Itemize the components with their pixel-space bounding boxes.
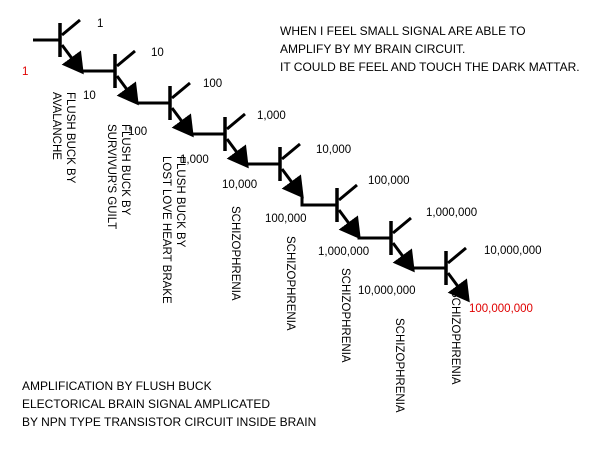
bottom-note-line: AMPLIFICATION BY FLUSH BUCK: [22, 379, 212, 393]
collector-lead: [61, 18, 81, 37]
stage-connector: [411, 266, 419, 270]
input-gain-label: 1: [22, 66, 29, 78]
collector-gain-label: 1,000,000: [426, 207, 478, 219]
emitter-gain-label: 10,000: [222, 179, 258, 191]
emitter-arrow: [391, 242, 415, 273]
emitter-gain-label: 100,000,000: [469, 303, 533, 315]
stage-cause-label: SCHIZOPHRENIA: [229, 206, 241, 301]
stage-connector: [300, 196, 310, 207]
emitter-arrow: [337, 209, 361, 240]
top-note-line: WHEN I FEEL SMALL SIGNAL ARE ABLE TO: [280, 24, 526, 38]
emitter-arrow: [225, 138, 249, 169]
emitter-arrow: [446, 272, 470, 303]
stage-cause-label: SCHIZOPHRENIA: [393, 318, 405, 413]
bottom-note-line: ELECTORICAL BRAIN SIGNAL AMPLICATED: [22, 397, 271, 411]
emitter-arrow: [60, 44, 84, 75]
top-note-line: IT COULD BE FEEL AND TOUCH THE DARK MATT…: [280, 60, 580, 74]
collector-lead: [171, 81, 191, 100]
stage-cause-label: FLUSH BUCK BY LOST LOVE HEART BRAKE: [160, 156, 186, 304]
stage-connector: [357, 236, 364, 240]
stage-cause-label: FLUSH BUCK BY SURVIVUR'S GUILT: [105, 124, 131, 230]
collector-lead: [392, 216, 412, 235]
collector-lead: [226, 112, 246, 131]
collector-gain-label: 10,000,000: [484, 245, 542, 257]
stage-cause-label: SCHIZOPHRENIA: [284, 236, 296, 331]
bottom-note-line: BY NPN TYPE TRANSISTOR CIRCUIT INSIDE BR…: [22, 415, 317, 429]
emitter-arrow: [280, 168, 304, 199]
collector-gain-label: 100: [203, 78, 223, 90]
collector-lead: [116, 49, 136, 68]
emitter-arrow: [115, 75, 139, 106]
emitter-gain-label: 100,000: [265, 213, 307, 225]
stage-cause-label: SCHIZOPHRENIA: [449, 290, 461, 385]
collector-gain-label: 10: [151, 47, 164, 59]
stage-connector: [80, 69, 88, 73]
collector-gain-label: 100,000: [368, 175, 410, 187]
collector-gain-label: 10,000: [316, 144, 352, 156]
collector-gain-label: 1,000: [257, 110, 286, 122]
collector-lead: [447, 246, 467, 265]
stage-cause-label: FLUSH BUCK BY AVALANCHE: [50, 92, 76, 184]
emitter-gain-label: 1,000: [180, 154, 209, 166]
emitter-gain-label: 1,000,000: [318, 246, 370, 258]
top-note-line: AMPLIFY BY MY BRAIN CIRCUIT.: [280, 42, 466, 56]
collector-gain-label: 1: [97, 18, 104, 30]
collector-lead: [338, 183, 358, 202]
emitter-arrow: [170, 107, 194, 138]
collector-lead: [281, 142, 301, 161]
stage-connector: [190, 132, 198, 136]
stage-cause-label: SCHIZOPHRENIA: [339, 268, 351, 363]
emitter-gain-label: 10,000,000: [358, 285, 416, 297]
emitter-gain-label: 100: [128, 126, 148, 138]
emitter-gain-label: 10: [83, 90, 96, 102]
stage-connector: [245, 162, 253, 166]
